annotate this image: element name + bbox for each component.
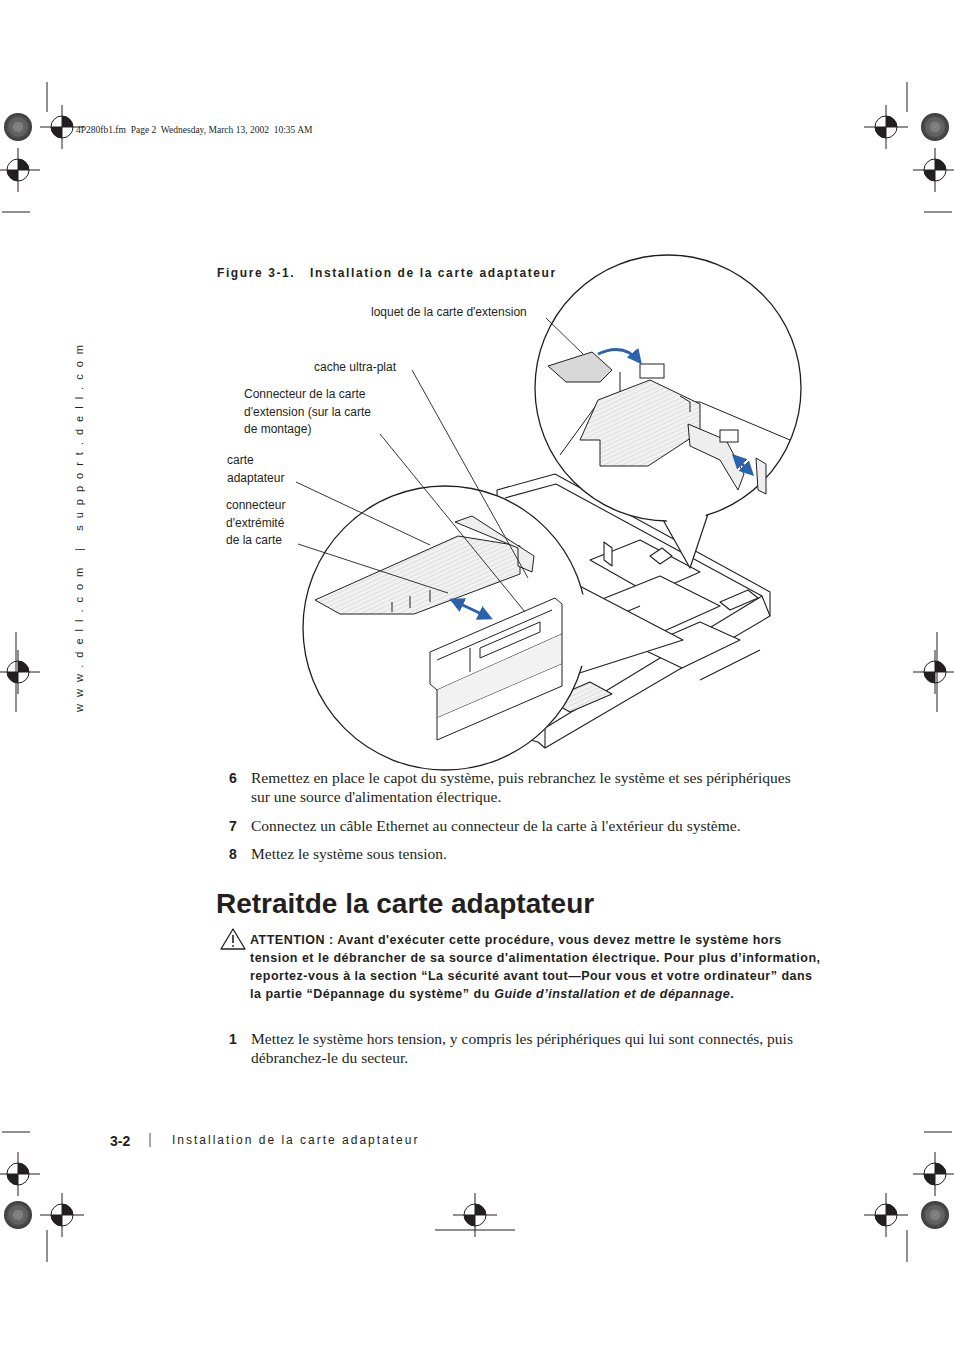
warning-text: .	[730, 987, 734, 1001]
warning-reference: Guide d’installation et de dépannage	[494, 987, 730, 1001]
page-number: 3-2	[110, 1132, 130, 1150]
crop-line	[2, 1132, 30, 1133]
registration-target	[913, 650, 954, 694]
crop-line	[47, 82, 48, 112]
adapter-card	[580, 380, 700, 466]
warning-icon	[221, 929, 245, 949]
side-url: www.dell.com | support.dell.com	[72, 338, 86, 712]
registration-target	[40, 1193, 84, 1237]
warning-mark	[232, 935, 234, 943]
callout-label: loquet de la carte d'extension	[371, 305, 527, 320]
leader-line	[380, 434, 525, 612]
step-number: 6	[229, 769, 237, 787]
card-bracket	[455, 516, 534, 572]
leader-line	[298, 544, 448, 593]
insert-arrow	[452, 600, 490, 618]
registration-disc	[921, 1201, 949, 1229]
step-text: Connectez un câble Ethernet au connecteu…	[251, 816, 821, 835]
riser-detail	[437, 610, 552, 672]
registration-target	[913, 148, 954, 192]
slot-opening	[720, 430, 738, 442]
crop-line	[907, 82, 908, 112]
detail-view-card	[303, 486, 683, 770]
registration-target	[453, 1193, 497, 1237]
registration-disc	[921, 113, 949, 141]
warning-triangle	[221, 929, 245, 949]
step-number: 8	[229, 845, 237, 863]
step-text: Mettez le système sous tension.	[251, 844, 811, 863]
callout-tail-mask	[664, 514, 706, 562]
registration-disc	[4, 1201, 32, 1229]
registration-target	[0, 650, 40, 694]
callout-label: carte adaptateur	[227, 452, 299, 487]
warning-dot	[232, 945, 234, 947]
running-footer: Installation de la carte adaptateur	[172, 1133, 419, 1148]
step-number: 1	[229, 1030, 237, 1048]
callout-label: Connecteur de la carte d'extension (sur …	[244, 386, 376, 439]
chassis-part	[720, 590, 758, 610]
registration-target	[913, 1152, 954, 1196]
registration-target	[864, 105, 908, 149]
callout-label: cache ultra-plat	[314, 360, 396, 375]
callout-tail-mask	[574, 590, 674, 668]
registration-targets	[0, 105, 954, 1237]
leader-lines	[296, 318, 583, 612]
footer-separator	[150, 1133, 151, 1147]
bracket-arrow	[734, 456, 752, 474]
detail-view-latch	[535, 255, 801, 568]
step-text: Remettez en place le capot du système, p…	[251, 768, 811, 806]
adapter-card	[315, 536, 520, 614]
edge-connector	[392, 590, 430, 612]
section-heading: Retraitde la carte adaptateur	[216, 886, 594, 921]
crop-marks	[2, 82, 952, 1262]
warning-paragraph: ATTENTION : Avant d'exécuter cette procé…	[250, 931, 822, 1003]
latch-arrow	[598, 350, 640, 363]
callout-tail	[662, 514, 708, 568]
registration-target	[864, 1193, 908, 1237]
slot-opening	[640, 364, 664, 378]
detail-circle	[303, 486, 587, 770]
riser-board	[437, 664, 562, 740]
step-number: 7	[229, 817, 237, 835]
leader-line	[412, 370, 528, 578]
step-text: Mettez le système hors tension, y compri…	[251, 1029, 811, 1067]
crop-line	[2, 212, 30, 213]
expansion-card-latch	[548, 352, 612, 382]
crop-line	[924, 1132, 952, 1133]
file-header: 4P280fb1.fm Page 2 Wednesday, March 13, …	[76, 124, 312, 136]
callout-tail	[570, 582, 683, 676]
registration-target	[0, 1152, 40, 1196]
figure-title: Figure 3-1. Installation de la carte ada…	[217, 266, 557, 281]
chassis-line	[700, 650, 760, 680]
chassis-part	[604, 542, 612, 566]
slot-cover	[756, 458, 766, 494]
crop-line	[47, 1230, 48, 1262]
registration-disc	[4, 113, 32, 141]
crop-line	[907, 1230, 908, 1262]
detail-circle	[535, 255, 801, 521]
crop-line	[924, 212, 952, 213]
chassis-part	[650, 548, 672, 564]
registration-target	[0, 148, 40, 192]
leader-line	[546, 318, 583, 354]
leader-line	[296, 482, 430, 545]
callout-label: connecteur d'extrémité de la carte	[226, 497, 300, 550]
